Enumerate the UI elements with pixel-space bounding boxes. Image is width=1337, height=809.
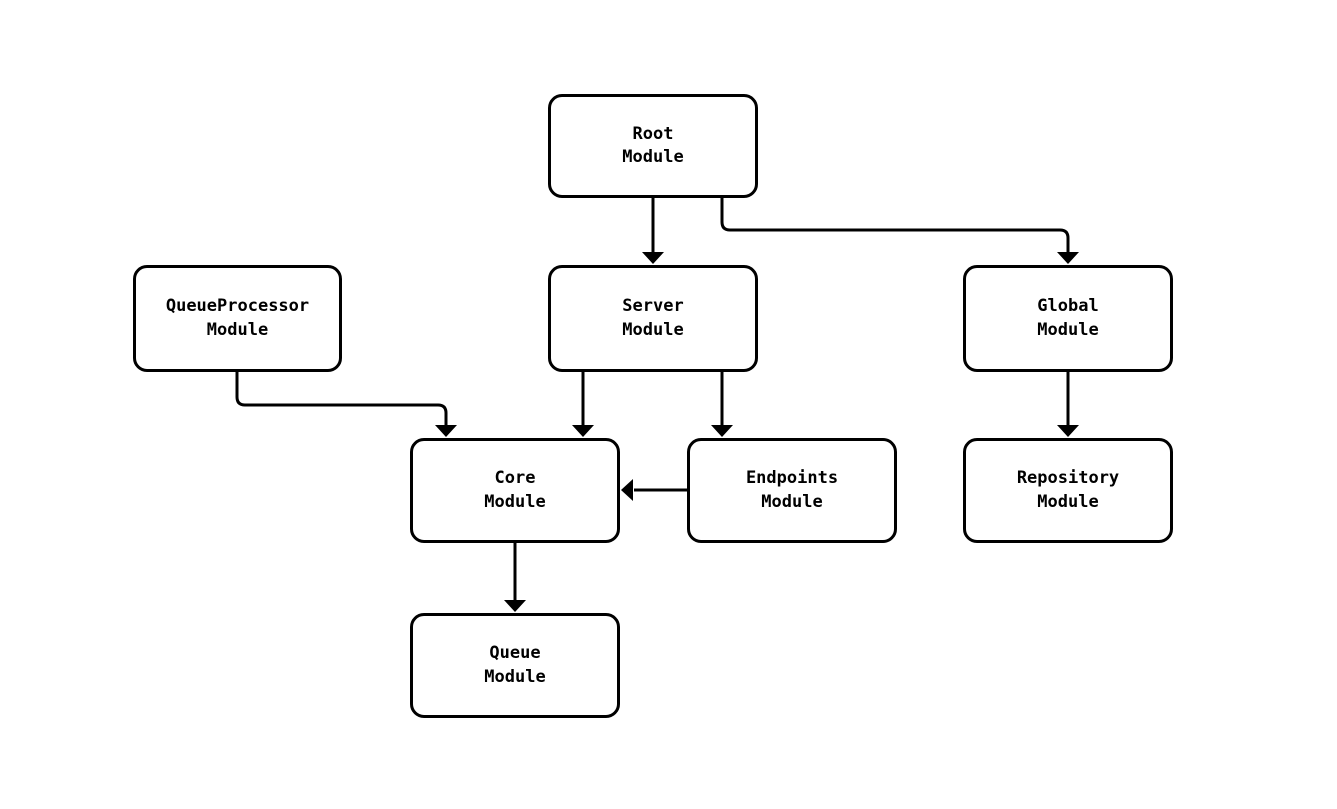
node-label: Global Module: [1037, 296, 1099, 340]
edge-server-endpoints: [711, 372, 733, 437]
node-label: Endpoints Module: [745, 468, 839, 512]
arrowhead: [504, 600, 526, 612]
node-server-module[interactable]: Server Module: [548, 265, 758, 372]
node-global-module[interactable]: Global Module: [963, 265, 1173, 372]
node-label: Repository Module: [1016, 468, 1120, 512]
arrowhead: [621, 479, 633, 501]
node-label: Root Module: [622, 123, 684, 167]
arrowhead: [711, 425, 733, 437]
edge-endpoints-core: [621, 479, 687, 501]
node-label: Queue Module: [484, 643, 546, 687]
node-queueprocessor-module[interactable]: QueueProcessor Module: [133, 265, 342, 372]
arrowhead: [1057, 425, 1079, 437]
edge-core-queue: [504, 543, 526, 612]
node-label: Server Module: [622, 296, 684, 340]
edge-root-global: [720, 198, 1079, 264]
edge-root-server: [642, 198, 664, 264]
edge-server-core: [572, 372, 594, 437]
edge-global-repository: [1057, 372, 1079, 437]
node-core-module[interactable]: Core Module: [410, 438, 620, 543]
node-root-module[interactable]: Root Module: [548, 94, 758, 198]
arrowhead: [1057, 252, 1079, 264]
arrowhead: [572, 425, 594, 437]
node-endpoints-module[interactable]: Endpoints Module: [687, 438, 897, 543]
edge-queueprocessor-core: [235, 372, 457, 437]
node-queue-module[interactable]: Queue Module: [410, 613, 620, 718]
arrowhead: [642, 252, 664, 264]
arrowhead: [435, 425, 457, 437]
node-label: Core Module: [484, 468, 546, 512]
node-label: QueueProcessor Module: [165, 296, 310, 340]
node-repository-module[interactable]: Repository Module: [963, 438, 1173, 543]
